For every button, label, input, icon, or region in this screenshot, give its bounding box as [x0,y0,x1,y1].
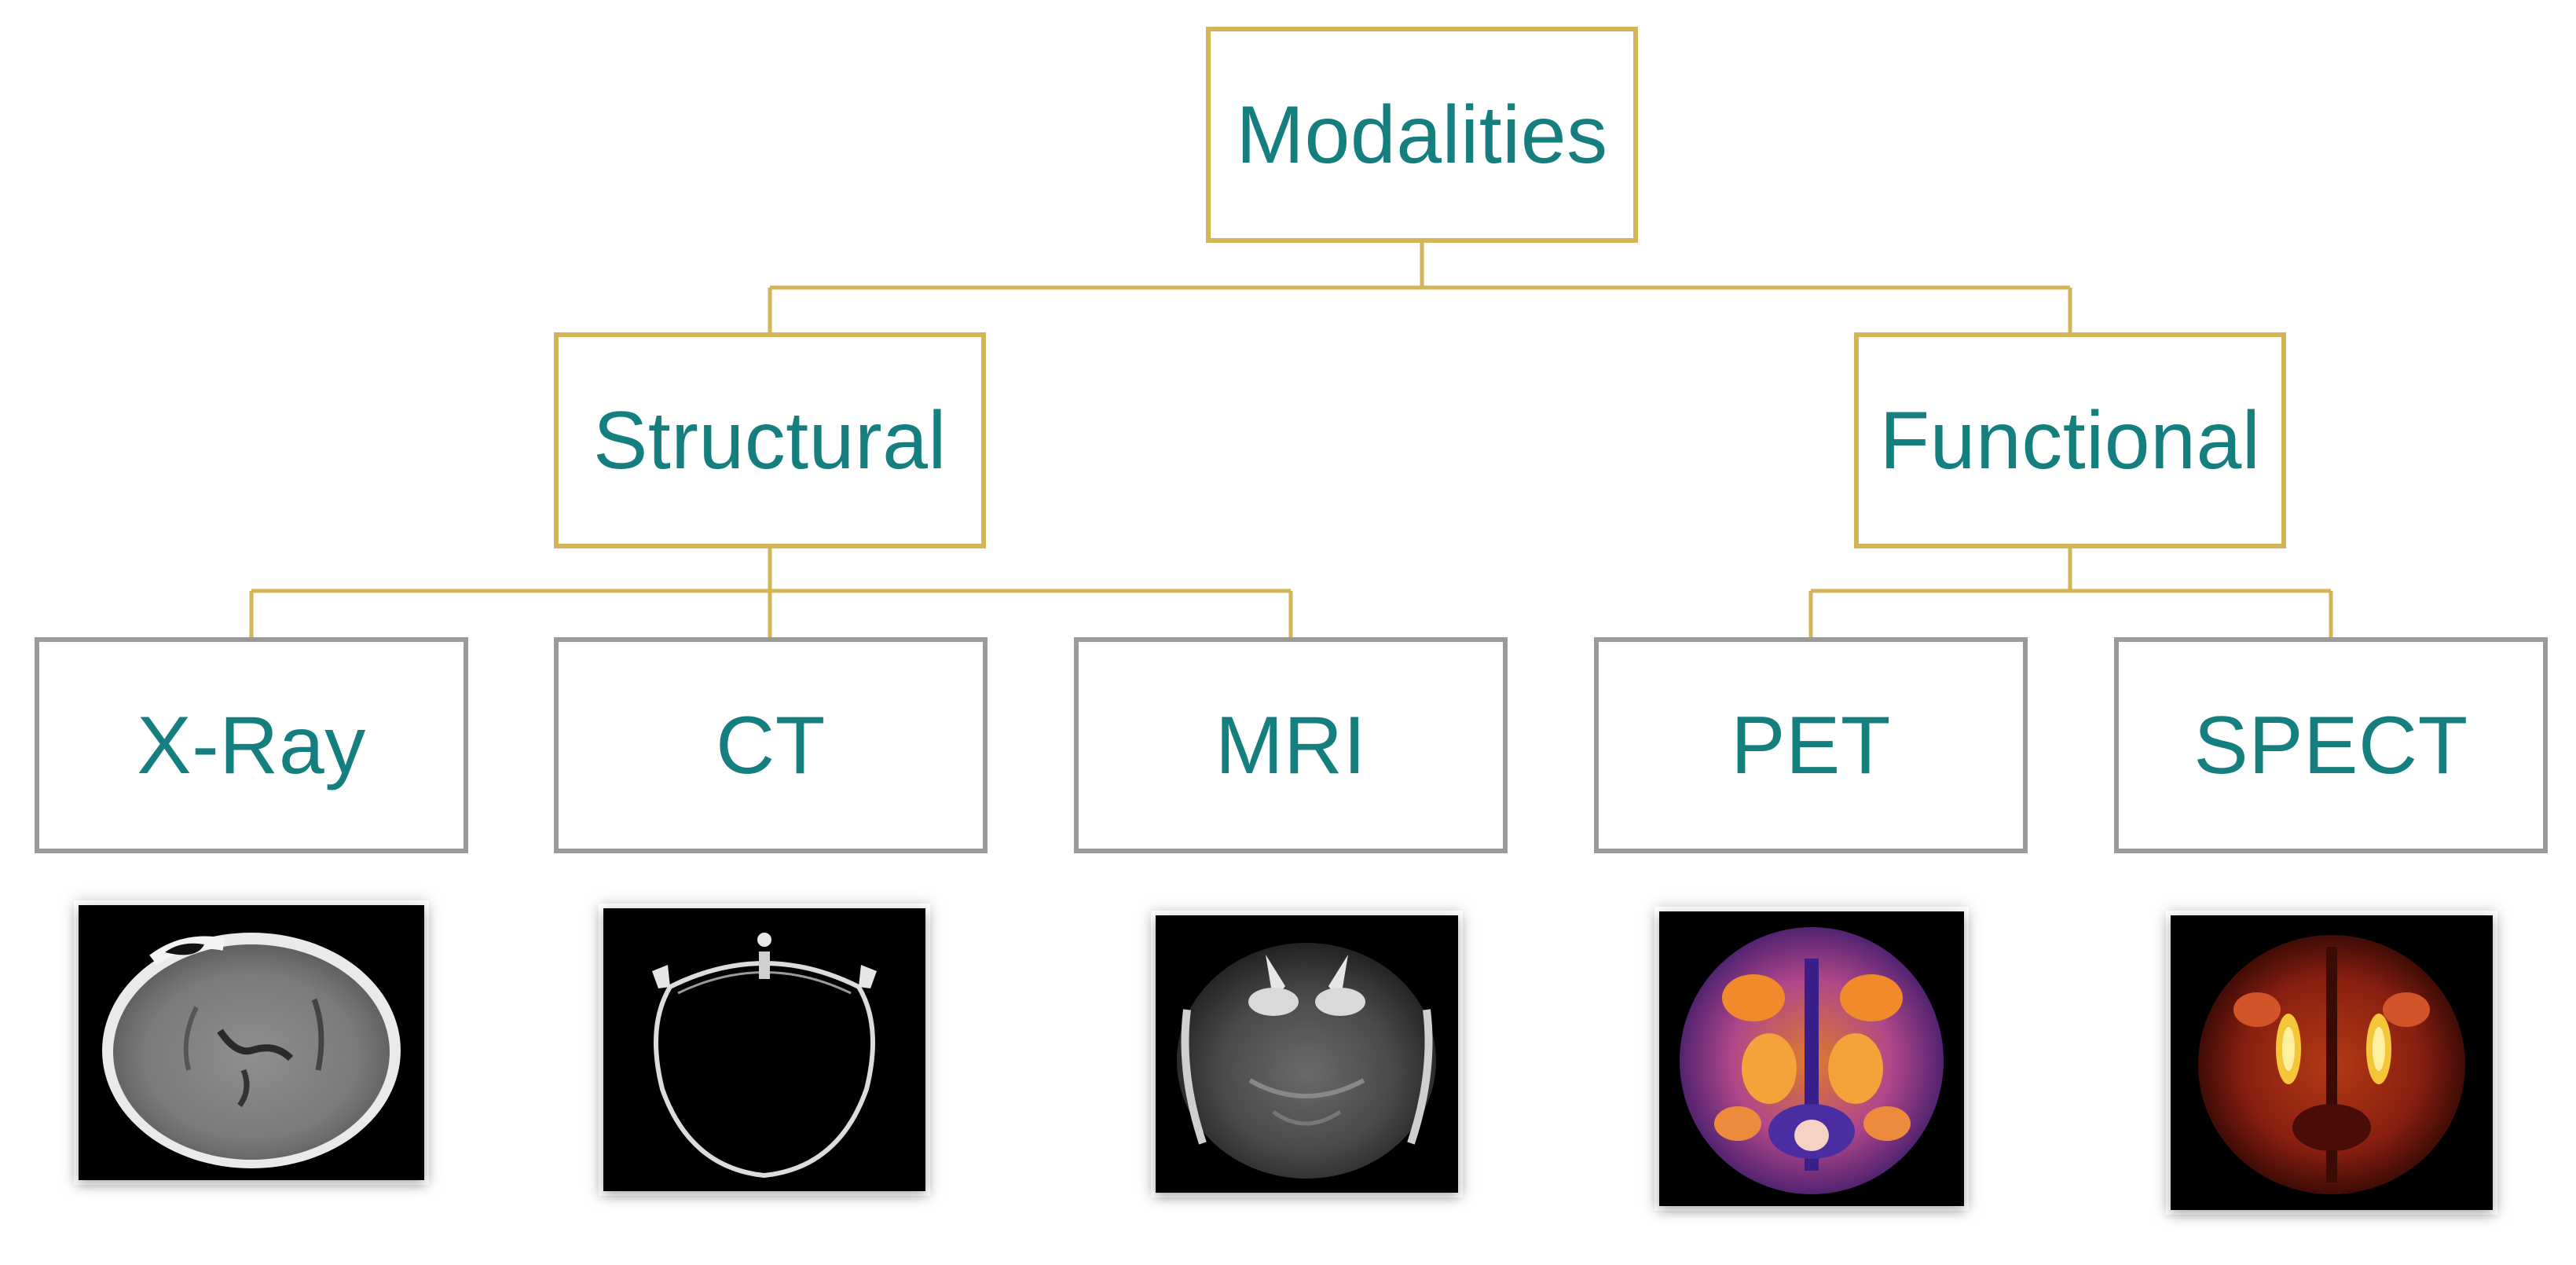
structural-node: Structural [554,332,986,548]
mri-node: MRI [1074,637,1508,853]
pet-node: PET [1594,637,2028,853]
x-ray-brain-scan [79,905,424,1180]
red-yellow-heatmap-image [2171,915,2493,1210]
purple-orange-heatmap-image [1659,911,1964,1206]
spect-node: SPECT [2114,637,2548,853]
x-ray-label: X-Ray [137,699,366,791]
mri-brain-scan [1156,915,1458,1193]
functional-label: Functional [1879,394,2261,486]
pet-brain-scan [1659,911,1964,1206]
mri-label: MRI [1215,699,1367,791]
modalities-label: Modalities [1236,89,1608,181]
modalities-node: Modalities [1206,27,1638,243]
ct-node: CT [554,637,988,853]
ct-label: CT [716,699,826,791]
x-ray-node: X-Ray [35,637,468,853]
skull-outline-image [603,908,925,1191]
spect-label: SPECT [2193,699,2468,791]
pet-label: PET [1731,699,1891,791]
spect-brain-scan [2171,915,2493,1210]
structural-label: Structural [592,394,947,486]
grayscale-mri-slice-image [1156,915,1458,1193]
grayscale-axial-head-image [79,905,424,1180]
ct-brain-scan [603,908,925,1191]
functional-node: Functional [1854,332,2286,548]
